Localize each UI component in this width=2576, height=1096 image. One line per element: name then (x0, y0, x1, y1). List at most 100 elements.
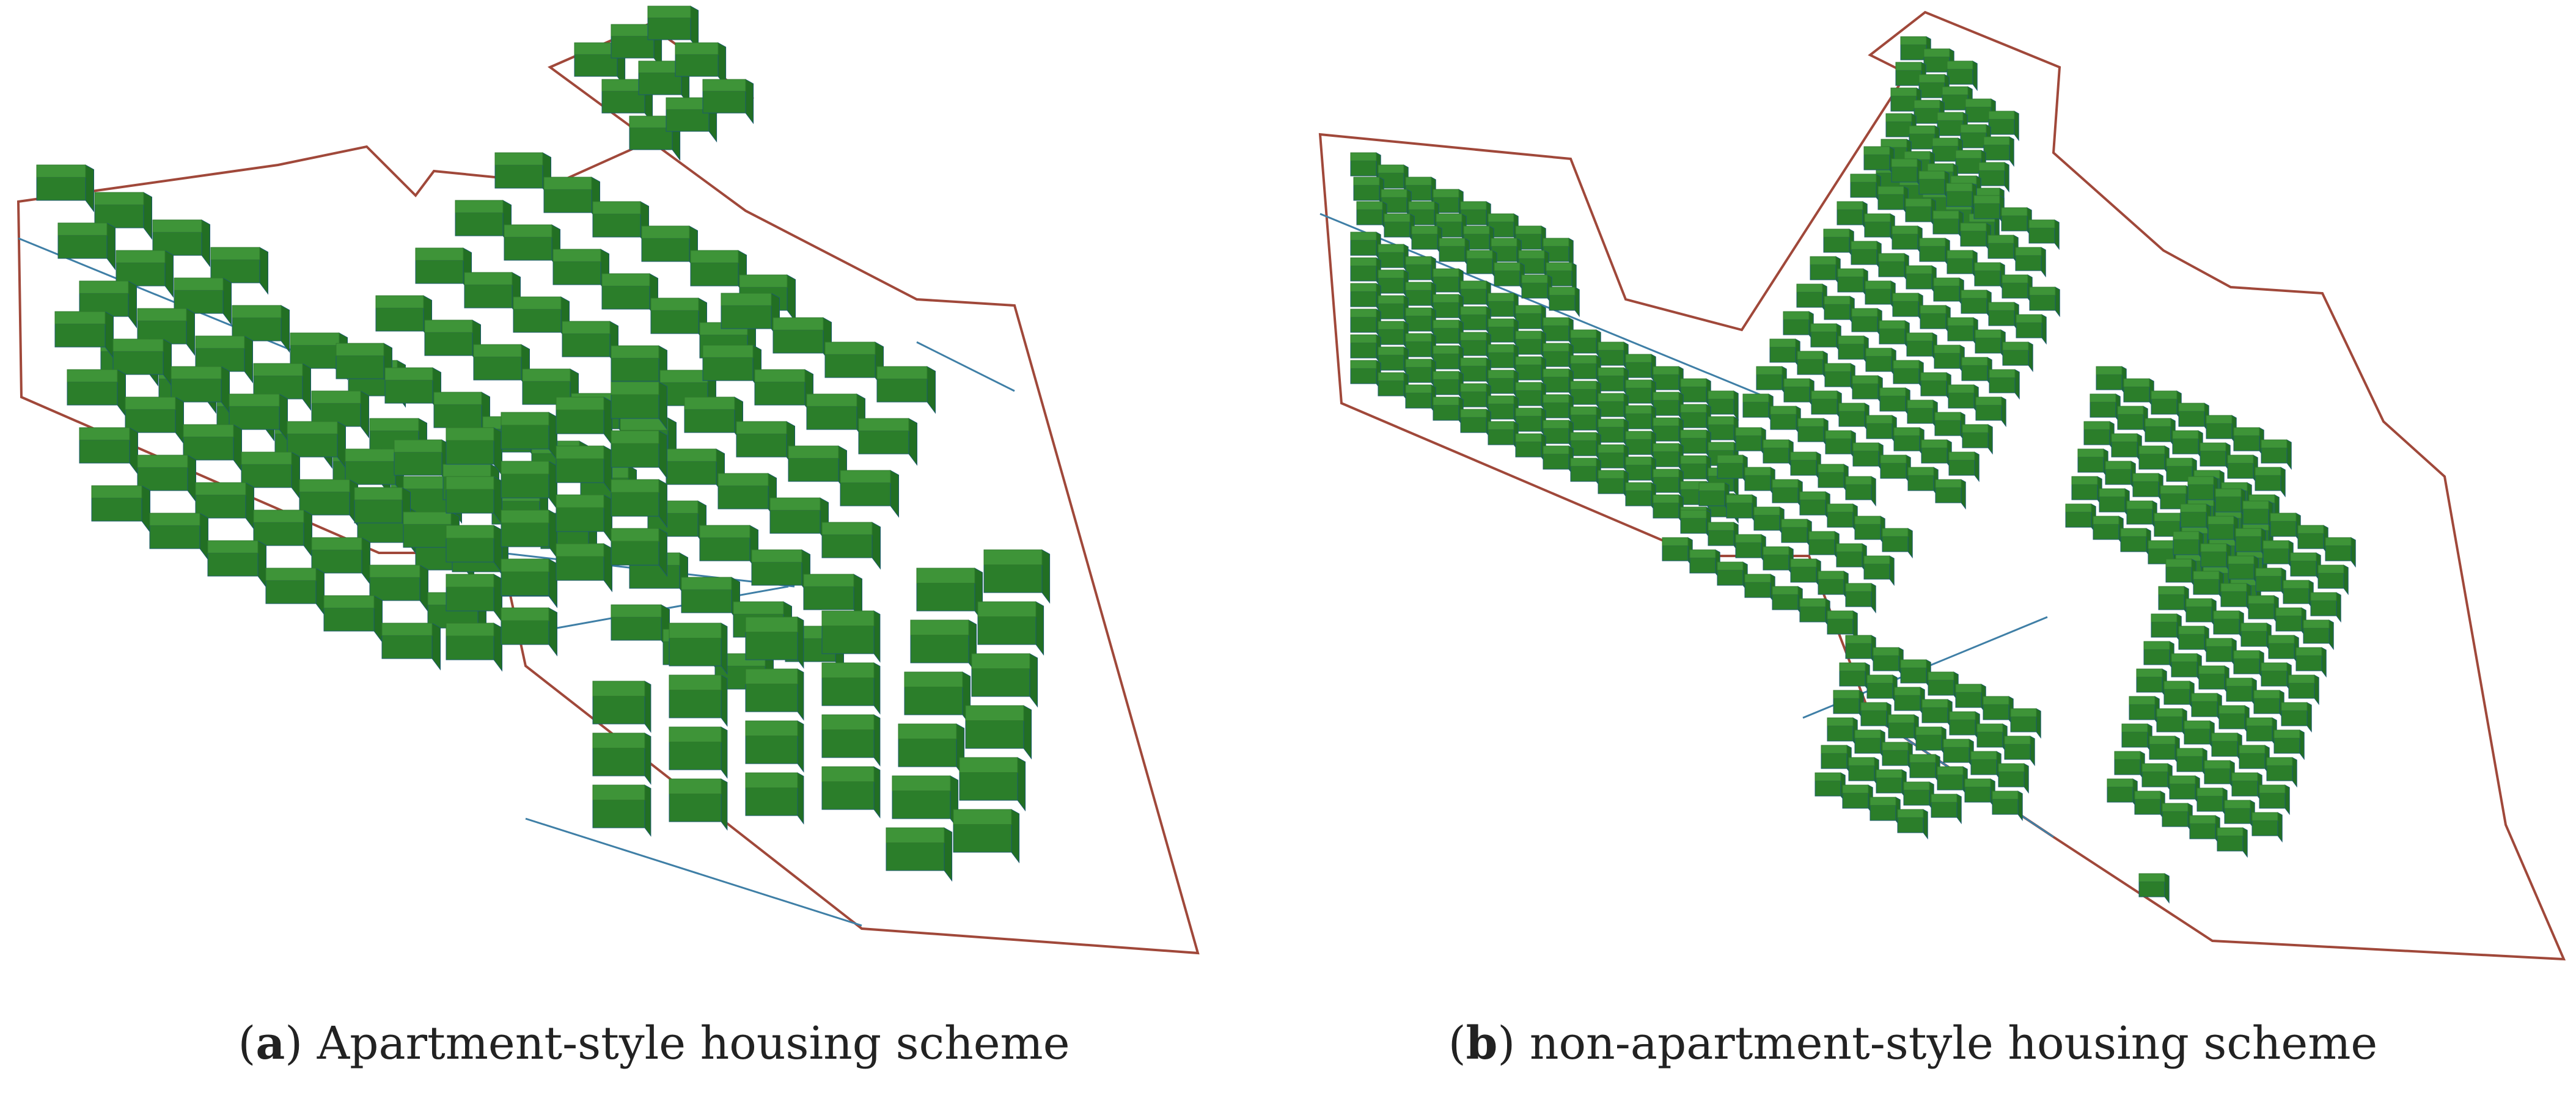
house (2065, 503, 2096, 535)
house (1864, 213, 1895, 244)
apartment-building (112, 338, 172, 387)
house (2266, 757, 2297, 788)
house (2105, 461, 2136, 492)
house (1735, 427, 1766, 458)
house (1934, 345, 1965, 376)
apartment-building (556, 543, 612, 593)
house (1964, 778, 1995, 809)
apartment-building (473, 344, 530, 392)
house (1708, 522, 1739, 553)
apartment-building (754, 369, 813, 417)
house (1860, 702, 1892, 733)
house (2141, 763, 2173, 794)
house (2187, 476, 2218, 507)
house (1488, 293, 1519, 324)
house (1735, 534, 1766, 565)
house (2189, 815, 2220, 846)
house (1866, 674, 1898, 706)
house (2317, 564, 2349, 596)
house (1378, 295, 1409, 326)
apartment-building (772, 317, 832, 365)
house (1879, 320, 1910, 351)
apartment-building (601, 273, 658, 321)
apartment-building (174, 277, 232, 326)
house (1845, 583, 1876, 614)
apartment-building (311, 390, 369, 439)
house (2129, 696, 2160, 727)
house (1935, 479, 1966, 510)
house (1653, 443, 1684, 474)
house (1378, 372, 1409, 403)
apartment-building (415, 247, 472, 296)
house (2206, 638, 2237, 669)
apartment-building (806, 393, 865, 442)
house (1433, 189, 1464, 220)
house (2010, 708, 2041, 739)
caption-a-text: Apartment-style housing scheme (317, 1017, 1070, 1070)
apartment-building (611, 528, 667, 577)
house (1772, 586, 1803, 617)
apartment-building (232, 305, 290, 353)
house (1865, 280, 1896, 312)
house (1811, 390, 1842, 422)
house (1515, 331, 1546, 362)
house (1978, 162, 2009, 193)
house (1378, 346, 1409, 378)
apartment-building (513, 296, 570, 345)
house (2163, 681, 2195, 712)
house (1827, 610, 1858, 641)
house (1852, 375, 1883, 406)
apartment-building (464, 272, 521, 320)
apartment-building (501, 412, 557, 461)
house (1753, 506, 1785, 538)
house (1915, 726, 1947, 758)
house (1975, 329, 2006, 360)
house (1543, 368, 1574, 400)
house (2015, 247, 2046, 278)
house (2270, 513, 2301, 544)
apartment-building (265, 568, 325, 616)
apartment-building (207, 540, 266, 588)
house (1907, 400, 1938, 431)
house (1549, 287, 1580, 318)
house (1744, 574, 1775, 605)
house (1903, 781, 1934, 813)
house (1790, 451, 1821, 483)
house (1763, 439, 1794, 470)
apartment-building (910, 619, 977, 674)
house (1680, 404, 1711, 435)
house (1854, 729, 1885, 761)
house (1976, 723, 2008, 754)
house (1948, 384, 1979, 415)
apartment-building (381, 623, 441, 671)
house (1384, 213, 1415, 244)
apartment-building (446, 427, 502, 477)
apartment-building (904, 671, 971, 726)
house (1405, 307, 1436, 338)
apartment-building (592, 732, 651, 785)
house (1893, 360, 1924, 391)
house (1818, 464, 1849, 495)
house (1810, 323, 1841, 354)
house (1838, 335, 1869, 367)
apartment-building (647, 5, 699, 51)
house (1521, 274, 1552, 305)
house (1888, 714, 1919, 745)
apartment-building (745, 772, 804, 825)
house (2325, 537, 2356, 568)
apartment-building (675, 42, 727, 88)
house (1433, 371, 1464, 402)
house (1543, 445, 1574, 477)
house (1825, 430, 1856, 461)
house (1625, 482, 1656, 513)
house (1818, 571, 1849, 602)
house (1852, 442, 1884, 473)
apartment-building (501, 607, 557, 657)
house (2295, 647, 2327, 678)
house (1350, 309, 1381, 340)
house (1905, 198, 1936, 229)
apartment-building (751, 549, 810, 597)
apartment-building (501, 510, 557, 559)
apartment-building (543, 177, 600, 225)
apartment-building (253, 363, 311, 411)
